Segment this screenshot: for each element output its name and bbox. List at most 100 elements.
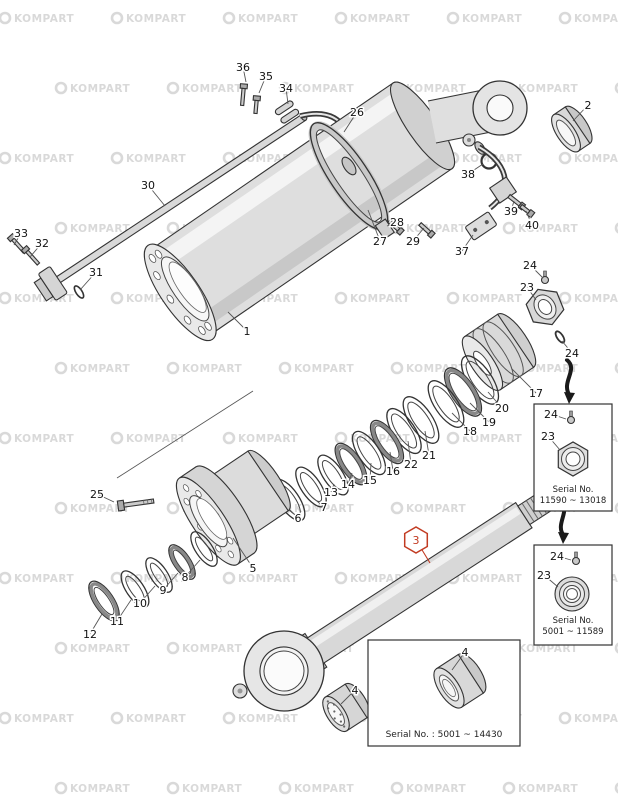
- inset3-serial-label: Serial No. : 5001 ~ 14430: [386, 730, 503, 740]
- svg-text:2: 2: [585, 99, 592, 112]
- part-callout-20: 20: [487, 391, 511, 416]
- svg-text:KOMPART: KOMPART: [182, 83, 243, 95]
- svg-text:KOMPART: KOMPART: [294, 503, 355, 515]
- svg-text:12: 12: [83, 628, 97, 641]
- watermark: KOMPART: [166, 641, 243, 655]
- flange-37: [465, 211, 497, 241]
- watermark: KOMPART: [110, 431, 186, 445]
- svg-text:KOMPART: KOMPART: [518, 783, 579, 795]
- svg-text:KOMPART: KOMPART: [14, 13, 75, 25]
- watermark: KOMPART: [110, 11, 186, 25]
- svg-text:KOMPART: KOMPART: [70, 783, 131, 795]
- part-callout-16: 16: [385, 451, 402, 479]
- svg-text:24: 24: [565, 347, 579, 360]
- watermark: KOMPART: [334, 11, 411, 25]
- svg-text:KOMPART: KOMPART: [182, 643, 243, 655]
- part-callout-24: 24: [522, 257, 544, 279]
- watermark: KOMPART: [558, 11, 618, 25]
- o-ring-31: [73, 285, 85, 299]
- watermark: KOMPART: [502, 781, 579, 795]
- watermark: KOMPART: [558, 151, 618, 165]
- part-callout-19: 19: [469, 402, 498, 430]
- part-callout-11: 11: [109, 599, 132, 629]
- piston-rod-3: [243, 491, 553, 712]
- inset1-serial-label: Serial No.: [553, 485, 594, 495]
- part-callout-25: 25: [89, 486, 115, 503]
- svg-text:23: 23: [541, 430, 555, 443]
- svg-text:KOMPART: KOMPART: [518, 643, 579, 655]
- svg-text:16: 16: [386, 465, 400, 478]
- watermark: KOMPART: [558, 711, 618, 725]
- svg-text:15: 15: [363, 474, 377, 487]
- part-callout-14: 14: [340, 472, 357, 492]
- watermark: KOMPART: [0, 431, 74, 445]
- svg-text:10: 10: [133, 597, 147, 610]
- bolt-36: [239, 83, 249, 107]
- watermark: KOMPART: [166, 781, 242, 795]
- svg-text:KOMPART: KOMPART: [294, 83, 355, 95]
- svg-text:KOMPART: KOMPART: [14, 713, 75, 725]
- watermark: KOMPART: [0, 711, 75, 725]
- svg-text:KOMPART: KOMPART: [574, 713, 618, 725]
- part-callout-32: 32: [29, 235, 51, 258]
- watermark: KOMPART: [446, 291, 523, 305]
- part-callout-5: 5: [232, 537, 258, 576]
- svg-text:KOMPART: KOMPART: [462, 433, 523, 445]
- part-callout-35: 35: [258, 68, 275, 94]
- cylinder-tube-1: [143, 81, 456, 342]
- svg-text:KOMPART: KOMPART: [126, 153, 187, 165]
- watermark: KOMPART: [54, 501, 130, 515]
- piston-nut-23: [525, 288, 565, 326]
- svg-text:34: 34: [279, 82, 293, 95]
- svg-text:KOMPART: KOMPART: [238, 13, 299, 25]
- svg-text:KOMPART: KOMPART: [406, 503, 467, 515]
- bolt-35: [252, 95, 262, 115]
- svg-text:13: 13: [324, 486, 338, 499]
- part-callout-24: 24: [561, 340, 581, 361]
- svg-text:37: 37: [455, 245, 469, 258]
- svg-text:38: 38: [461, 168, 475, 181]
- seal-rings-cascade: [272, 355, 500, 522]
- part-callout-30: 30: [140, 177, 166, 207]
- inset-box-3: Serial No. : 5001 ~ 14430: [367, 639, 521, 747]
- watermark: KOMPART: [614, 222, 618, 234]
- svg-text:KOMPART: KOMPART: [70, 363, 131, 375]
- inset2-serial-label: Serial No.: [553, 616, 594, 626]
- clamp-34: [274, 100, 300, 124]
- svg-text:14: 14: [341, 478, 355, 491]
- svg-text:24: 24: [550, 550, 564, 563]
- svg-text:22: 22: [404, 458, 418, 471]
- part-callout-4: 4: [451, 644, 470, 671]
- svg-text:30: 30: [141, 179, 155, 192]
- part-callout-13: 13: [323, 483, 340, 500]
- watermark: KOMPART: [54, 641, 130, 655]
- inset1-nut-23: [557, 441, 589, 477]
- svg-text:19: 19: [482, 416, 496, 429]
- svg-text:20: 20: [495, 402, 509, 415]
- watermark: KOMPART: [222, 431, 298, 445]
- watermark: KOMPART: [334, 291, 410, 305]
- part-callout-26: 26: [343, 104, 366, 133]
- part-callout-15: 15: [362, 462, 379, 488]
- inset2-bushing-23: [554, 576, 590, 612]
- watermark: KOMPART: [54, 361, 131, 375]
- svg-text:KOMPART: KOMPART: [238, 713, 299, 725]
- svg-text:39: 39: [504, 205, 518, 218]
- part-callout-18: 18: [451, 412, 479, 439]
- svg-text:6: 6: [295, 512, 302, 525]
- svg-text:KOMPART: KOMPART: [350, 13, 411, 25]
- part-callout-1: 1: [227, 311, 252, 339]
- watermark: KOMPART: [0, 151, 74, 165]
- part-callout-34: 34: [278, 80, 295, 105]
- watermark: KOMPART: [390, 781, 467, 795]
- svg-text:31: 31: [89, 266, 103, 279]
- svg-text:11: 11: [110, 615, 124, 628]
- part-callout-10: 10: [132, 585, 156, 611]
- part-callout-38: 38: [460, 163, 484, 182]
- svg-text:KOMPART: KOMPART: [462, 293, 523, 305]
- bushing-4: [322, 682, 370, 733]
- svg-text:3: 3: [413, 534, 420, 547]
- svg-text:KOMPART: KOMPART: [406, 783, 467, 795]
- part-callout-23: 23: [536, 567, 559, 588]
